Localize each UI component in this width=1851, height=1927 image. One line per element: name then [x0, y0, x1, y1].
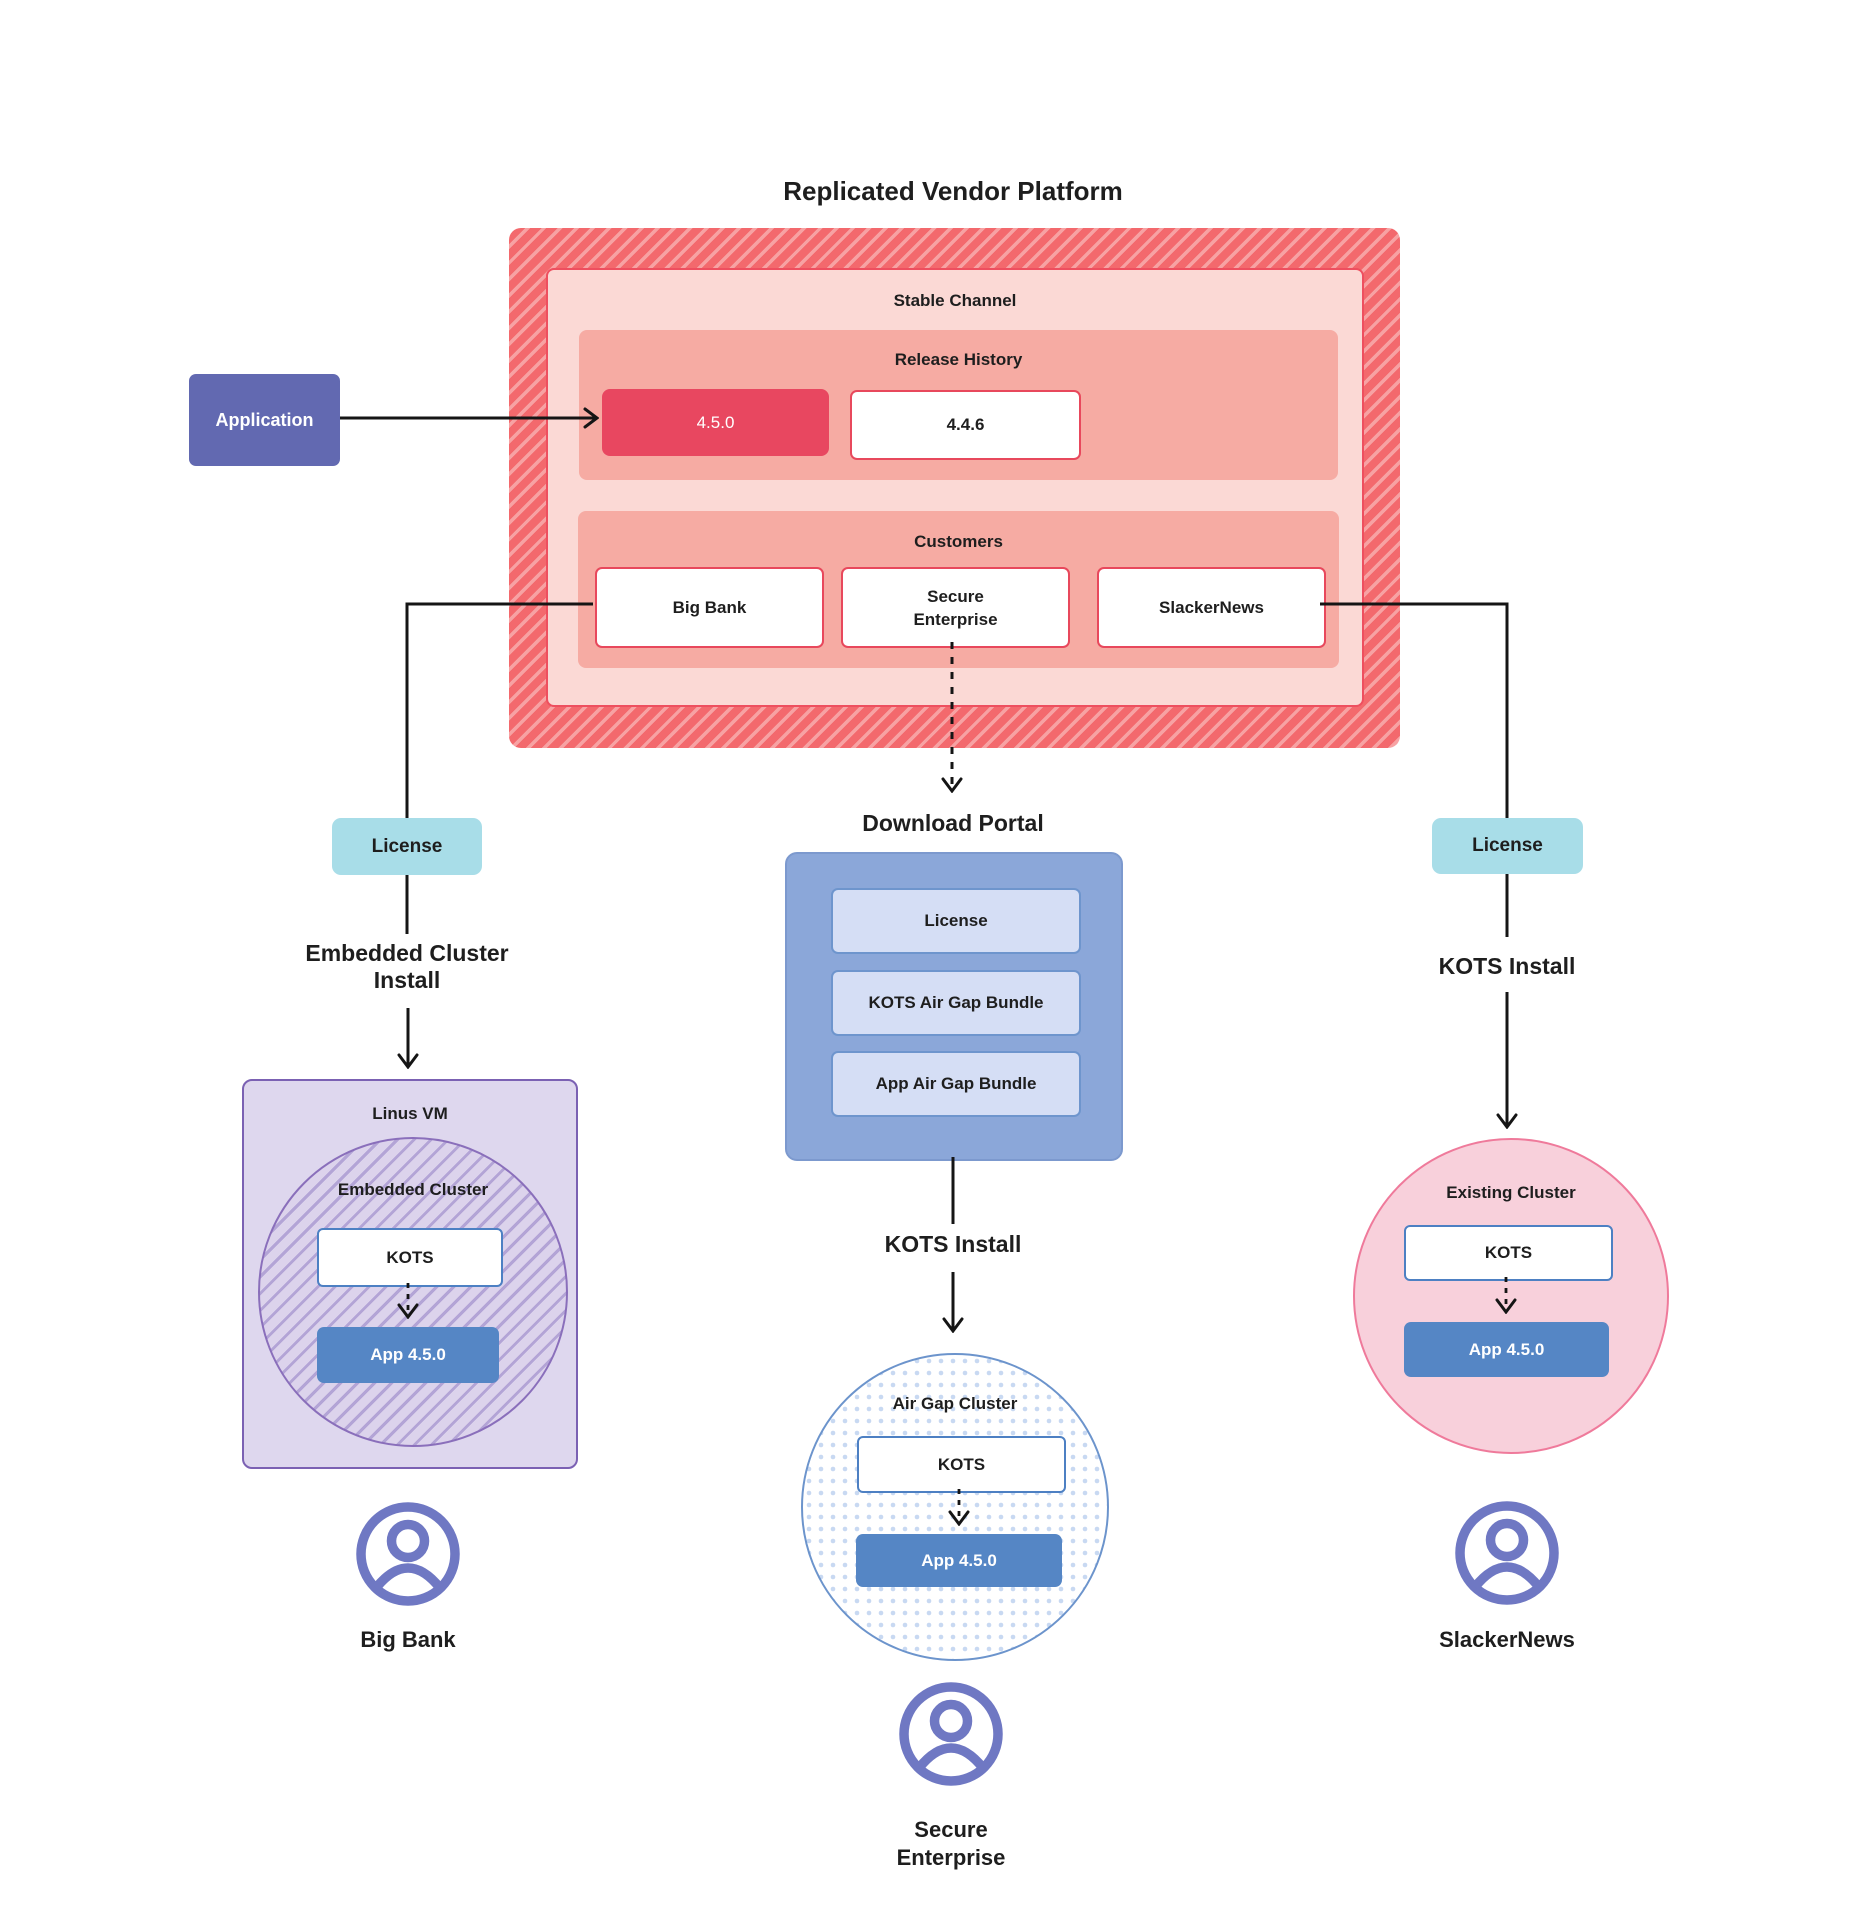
kots-box-left: KOTS	[317, 1228, 503, 1287]
app-box-left: App 4.5.0	[317, 1327, 499, 1383]
kots-box-middle: KOTS	[857, 1436, 1066, 1493]
embedded-cluster-install-label: Embedded Cluster Install	[305, 940, 509, 993]
diagram-title: Replicated Vendor Platform	[783, 176, 1123, 206]
stable-channel-label: Stable Channel	[893, 291, 1017, 310]
customer-secure-enterprise: Secure Enterprise	[841, 567, 1070, 648]
embedded-cluster-circle: Embedded Cluster	[258, 1137, 568, 1447]
embedded-cluster-label: Embedded Cluster	[337, 1180, 489, 1199]
app-box-right: App 4.5.0	[1404, 1322, 1609, 1377]
portal-item-app-airgap-bundle: App Air Gap Bundle	[831, 1051, 1081, 1117]
portal-item-license: License	[831, 888, 1081, 954]
customers-label: Customers	[914, 532, 1003, 551]
existing-cluster-circle: Existing Cluster	[1353, 1138, 1669, 1454]
user-icon	[899, 1682, 1003, 1786]
persona-label-big-bank: Big Bank	[360, 1627, 456, 1652]
vendor-platform-container: Stable Channel Release History 4.5.0 4.4…	[509, 228, 1400, 748]
customer-slackernews: SlackerNews	[1097, 567, 1326, 648]
kots-install-label-right: KOTS Install	[1438, 953, 1576, 979]
portal-item-kots-airgap-bundle: KOTS Air Gap Bundle	[831, 970, 1081, 1036]
user-icon	[356, 1502, 460, 1606]
air-gap-cluster-label: Air Gap Cluster	[892, 1394, 1018, 1413]
app-box-middle: App 4.5.0	[856, 1534, 1062, 1587]
customer-big-bank: Big Bank	[595, 567, 824, 648]
customer-name: Secure Enterprise	[913, 586, 998, 629]
customer-name: Big Bank	[672, 597, 747, 617]
user-icon	[1455, 1501, 1559, 1605]
download-portal-box: License KOTS Air Gap Bundle App Air Gap …	[785, 852, 1123, 1161]
release-history-label: Release History	[894, 350, 1023, 369]
customers-box: Customers Big Bank Secure Enterprise Sla…	[578, 511, 1339, 668]
release-version-previous: 4.4.6	[850, 390, 1081, 460]
application-box: Application	[189, 374, 340, 466]
license-box-left: License	[332, 818, 482, 875]
download-portal-label: Download Portal	[862, 810, 1044, 836]
release-version-current: 4.5.0	[602, 389, 829, 456]
persona-label-slackernews: SlackerNews	[1439, 1627, 1575, 1652]
kots-box-right: KOTS	[1404, 1225, 1613, 1281]
linus-vm-label: Linus VM	[372, 1104, 448, 1123]
release-history-box: Release History 4.5.0 4.4.6	[579, 330, 1338, 480]
kots-install-label-middle: KOTS Install	[884, 1231, 1022, 1257]
stable-channel-box: Stable Channel Release History 4.5.0 4.4…	[546, 268, 1364, 707]
persona-label-secure-enterprise: Secure Enterprise	[896, 1817, 1006, 1870]
existing-cluster-label: Existing Cluster	[1446, 1183, 1576, 1202]
license-box-right: License	[1432, 818, 1583, 874]
customer-name: SlackerNews	[1159, 597, 1264, 617]
air-gap-cluster-circle: Air Gap Cluster	[801, 1353, 1109, 1661]
